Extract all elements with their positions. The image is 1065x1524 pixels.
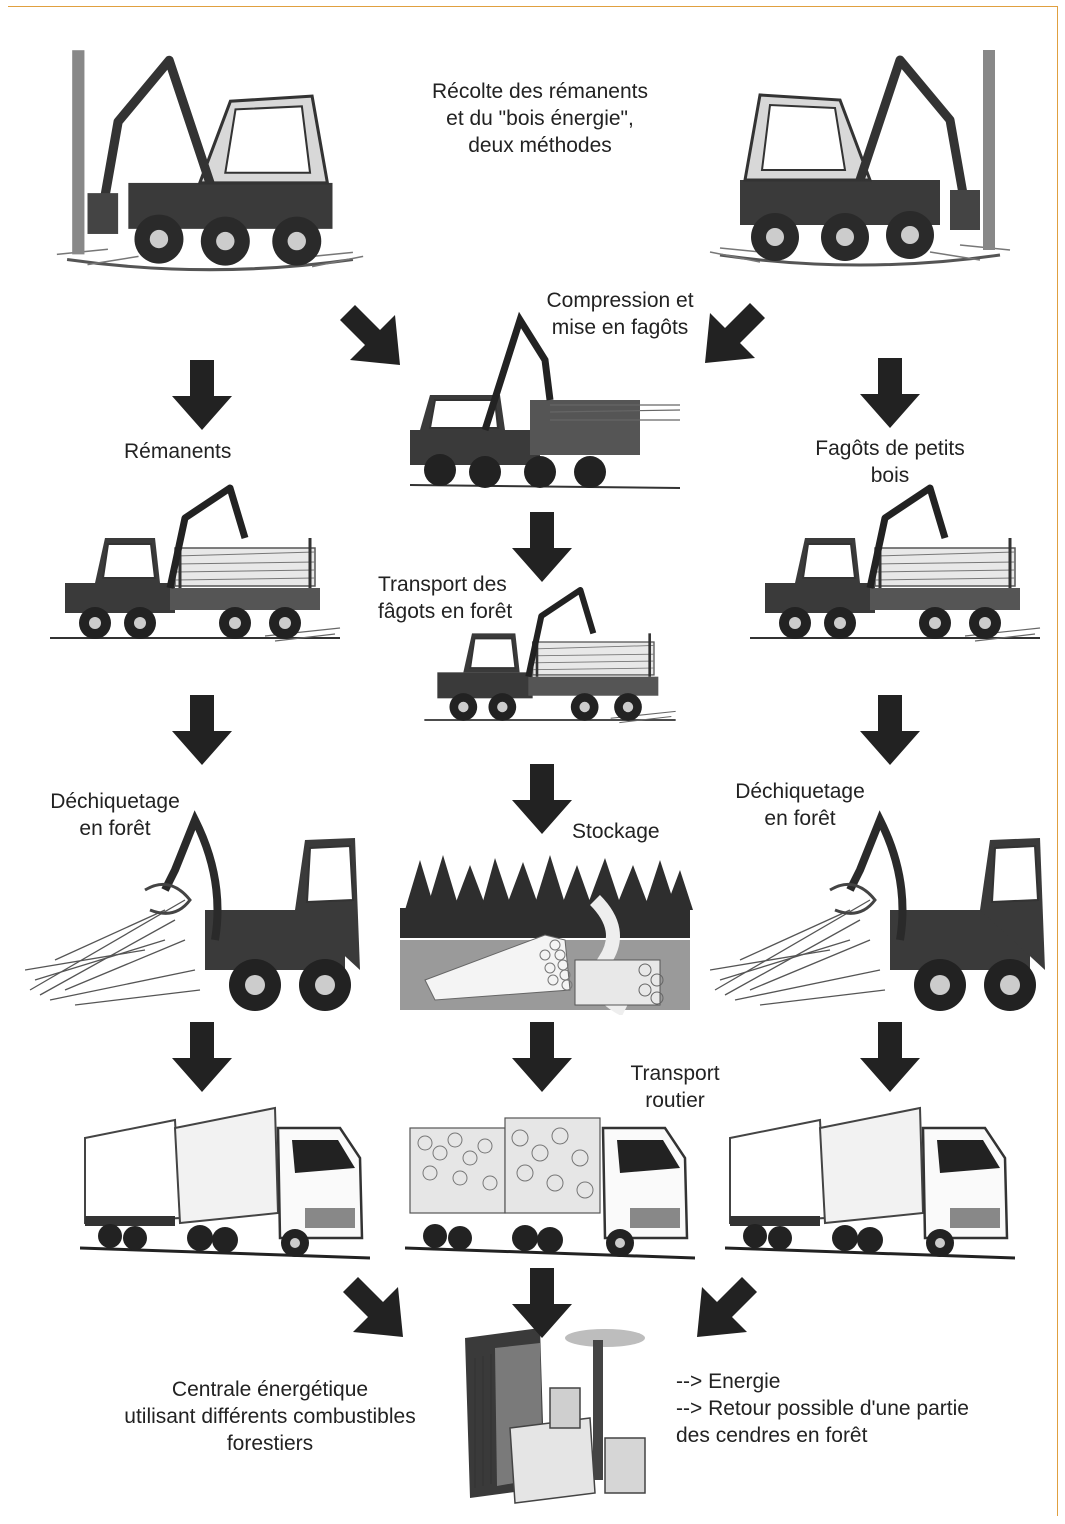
- transport-routier-label: Transport routier: [615, 1060, 735, 1114]
- centrale-label: Centrale énergétique utilisant différent…: [100, 1376, 440, 1457]
- transport-routier-line1: Transport: [630, 1062, 720, 1085]
- power-plant-illustration: [465, 1328, 646, 1504]
- forwarder-right-illustration: [745, 478, 1045, 648]
- fagots-label-line1: Fagôts de petits: [815, 437, 965, 460]
- arrow-down-right-3: [860, 1022, 920, 1092]
- transport-fagots-label-line1: Transport des: [378, 573, 507, 596]
- transport-routier-line2: routier: [645, 1089, 705, 1112]
- harvester-right-illustration: [690, 40, 1030, 280]
- bundler-illustration: [409, 311, 681, 489]
- dechiquetage-right-line1: Déchiquetage: [735, 780, 865, 803]
- page-frame: [8, 6, 1058, 1516]
- dechiquetage-left-line2: en forêt: [79, 817, 151, 840]
- energie-label-line3: des cendres en forêt: [676, 1424, 868, 1447]
- arrow-down-left-3: [172, 1022, 232, 1092]
- forwarder-left-illustration: [45, 478, 345, 648]
- remanents-label: Rémanents: [124, 440, 232, 463]
- fagots-label-line2: bois: [870, 464, 910, 487]
- compression-label: Compression et mise en fagôts: [520, 287, 720, 341]
- harvest-label-line1: Récolte des rémanents: [432, 80, 648, 103]
- centrale-label-line1: Centrale énergétique: [171, 1378, 369, 1401]
- arrow-down-right-1: [860, 358, 920, 428]
- chipper-left-illustration: [25, 790, 365, 1020]
- harvester-left-illustration: [45, 40, 375, 285]
- stockage-label: Stockage: [572, 820, 660, 843]
- truck-right-illustration: [725, 1098, 1015, 1268]
- arrow-down-center-3: [512, 1022, 572, 1092]
- dechiquetage-left-label: Déchiquetage en forêt: [40, 788, 190, 842]
- arrow-harvest-right-to-bundler: [705, 303, 765, 363]
- truck-left-illustration: [80, 1098, 370, 1268]
- arrow-truck-right-to-plant: [697, 1277, 757, 1337]
- transport-fagots-label-line2: fâgots en forêt: [378, 600, 513, 623]
- dechiquetage-left-line1: Déchiquetage: [50, 790, 180, 813]
- compression-label-line1: Compression et: [546, 289, 694, 312]
- arrow-harvest-left-to-bundler: [340, 305, 400, 365]
- storage-forest-illustration: [400, 855, 693, 1015]
- harvest-label-line3: deux méthodes: [468, 134, 612, 157]
- arrow-down-center-2: [512, 764, 572, 834]
- arrow-truck-center-to-plant: [512, 1268, 572, 1338]
- fagots-label: Fagôts de petits bois: [795, 435, 985, 489]
- energie-label: --> Energie --> Retour possible d'une pa…: [676, 1368, 1016, 1449]
- dechiquetage-right-label: Déchiquetage en forêt: [725, 778, 875, 832]
- arrow-down-left-2: [172, 695, 232, 765]
- energie-label-line2: --> Retour possible d'une partie: [676, 1397, 969, 1420]
- dechiquetage-right-line2: en forêt: [764, 807, 836, 830]
- harvest-label: Récolte des rémanents et du "bois énergi…: [405, 78, 675, 159]
- centrale-label-line3: forestiers: [226, 1432, 314, 1455]
- arrow-down-center-1: [512, 512, 572, 582]
- centrale-label-line2: utilisant différents combustibles: [124, 1405, 416, 1428]
- chipper-right-illustration: [710, 790, 1050, 1020]
- arrow-down-right-2: [860, 695, 920, 765]
- compression-label-line2: mise en fagôts: [551, 316, 689, 339]
- arrow-down-left-1: [172, 360, 232, 430]
- transport-fagots-label: Transport des fâgots en forêt: [378, 571, 512, 625]
- arrow-truck-left-to-plant: [343, 1277, 403, 1337]
- harvest-label-line2: et du "bois énergie",: [446, 107, 634, 130]
- energie-label-line1: --> Energie: [676, 1370, 781, 1393]
- truck-center-illustration: [405, 1098, 695, 1268]
- forwarder-center-illustration: [420, 580, 680, 730]
